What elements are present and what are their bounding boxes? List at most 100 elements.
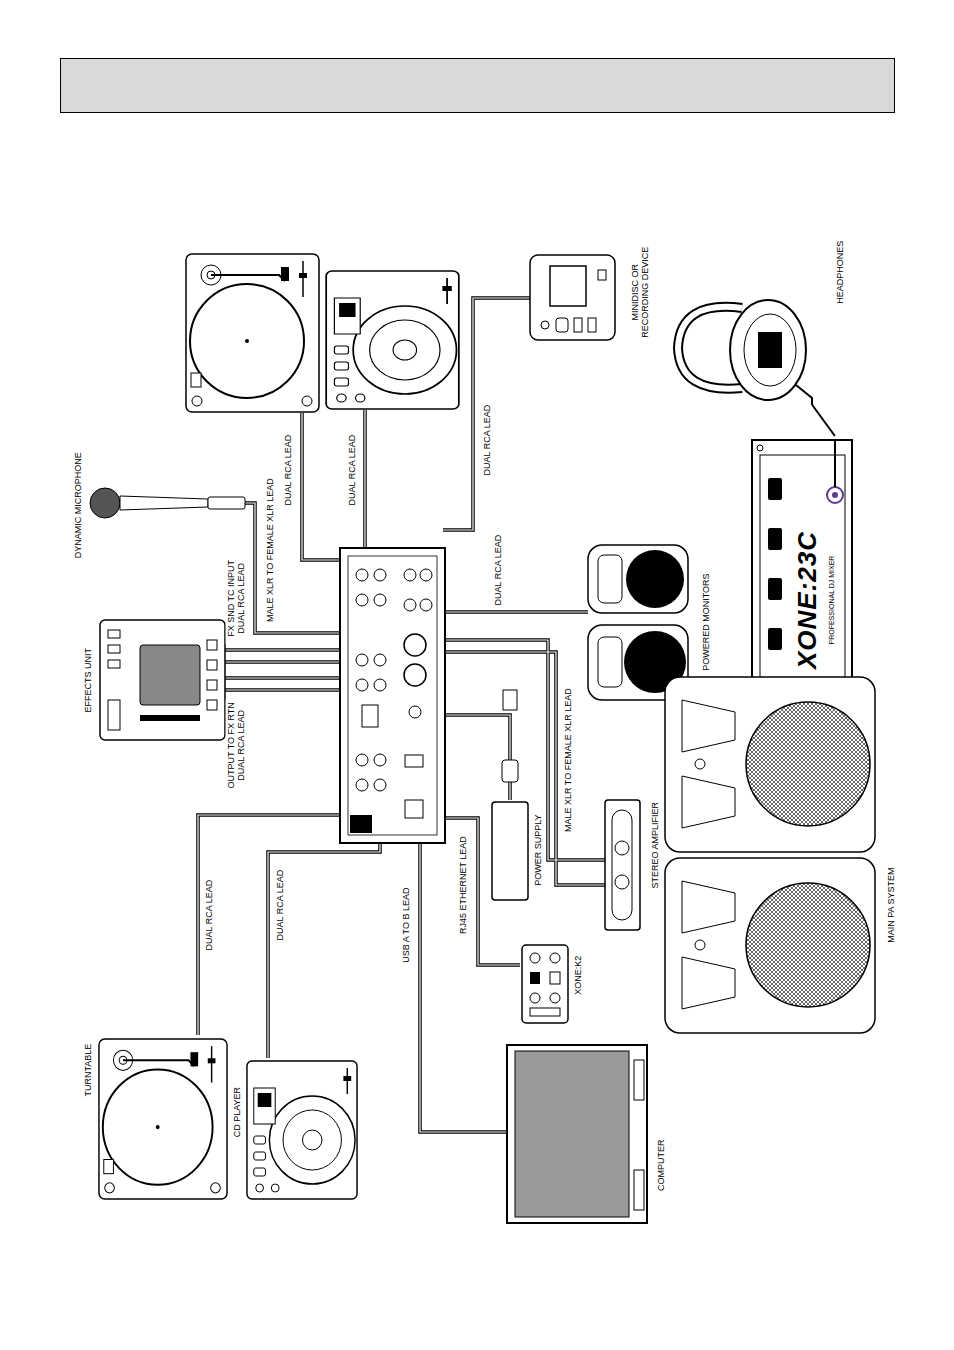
recording-device (530, 255, 615, 340)
recording-device (588, 318, 596, 332)
device-label: CD PLAYER (232, 1086, 242, 1138)
headphone-cable (812, 405, 835, 436)
recording-device (598, 270, 606, 280)
cables (198, 298, 605, 1132)
xone-k2-controller (522, 945, 568, 1023)
pa-system (695, 759, 705, 769)
microphone (120, 496, 208, 510)
xone-k2-controller (550, 972, 560, 984)
effects-unit-label-box: EFFECTS UNIT (78, 615, 245, 745)
xone-k2-controller (550, 953, 560, 963)
pa-system (665, 858, 875, 1033)
cd-player-bottom (247, 1061, 357, 1199)
mixer-front-panel (760, 455, 845, 705)
mixer-top-panel (404, 634, 426, 656)
mixer-top-panel (405, 800, 423, 818)
mixer-top-panel (409, 706, 421, 718)
mixer-top-panel (374, 594, 386, 606)
power-supply (503, 690, 517, 710)
cable-label: USB A TO B LEAD (401, 887, 411, 964)
pa-system (746, 702, 870, 826)
powered-monitors (588, 545, 688, 700)
powered-monitors (626, 550, 684, 608)
device-label: XONE:K2 (573, 955, 583, 996)
computer (507, 1045, 647, 1223)
cable-label: DUAL RCA LEAD (275, 869, 285, 942)
device-label: XONE:23C (793, 530, 823, 670)
recording-device (541, 321, 549, 329)
xone-k2-controller (530, 1008, 560, 1016)
recording-device (574, 318, 582, 332)
xone-k2-controller (550, 993, 560, 1003)
effects-unit (140, 645, 200, 705)
mixer-top-panel (374, 779, 386, 791)
pa-system (682, 700, 735, 752)
headphones-label-box: HEADPHONES (668, 230, 853, 405)
xone-k2-controller (530, 953, 540, 963)
device-label: MINIDISC OR RECORDING DEVICE (630, 243, 651, 340)
recording-device (556, 318, 568, 332)
mixer-top-panel (340, 548, 445, 843)
headphones (796, 385, 812, 405)
mixer-top-panel (404, 664, 426, 686)
turntable-bottom (99, 1039, 227, 1199)
powered-monitors (598, 637, 622, 687)
power-supply (502, 760, 518, 782)
computer (507, 1045, 647, 1223)
mixer-front-panel (832, 492, 838, 498)
effects-unit (100, 620, 225, 740)
cable-label: DUAL RCA LEAD (204, 879, 214, 952)
cable-label: MALE XLR TO FEMALE XLR LEAD (563, 687, 573, 833)
cable-label: DUAL RCA LEAD (482, 404, 492, 477)
mixer-front-panel (768, 578, 782, 600)
microphone (208, 497, 245, 509)
pa-system (746, 883, 870, 1007)
headphones (678, 300, 812, 405)
turntable-label-box: TURNTABLE (74, 1035, 232, 1203)
monitors-label-box: POWERED MONITORS (583, 540, 715, 704)
cable-label: MALE XLR TO FEMALE XLR LEAD (265, 477, 275, 623)
device-label: PROFESSIONAL DJ MIXER (828, 555, 836, 646)
device-label: STEREO AMPLIFIER (650, 801, 660, 890)
mixer-top-panel (362, 705, 378, 727)
pa-system (682, 881, 735, 933)
device-label: MAIN PA SYSTEM (885, 866, 895, 943)
pa-system (682, 957, 735, 1009)
effects-unit (108, 630, 120, 638)
stereo-amplifier (615, 841, 629, 855)
device-label: POWER SUPPLY (532, 813, 542, 886)
computer-label-box: COMPUTER (503, 1041, 673, 1226)
microphone (90, 488, 120, 518)
mixer-front-panel (757, 445, 763, 451)
cd-player-bottom (247, 1061, 357, 1199)
mixer-top-panel (356, 779, 368, 791)
mixer-top-panel (356, 594, 368, 606)
turntable-top (186, 254, 319, 412)
recording-device-label-box: MINIDISC OR RECORDING DEVICE (526, 240, 660, 345)
header-bar (60, 58, 895, 113)
mixer-top-panel (374, 654, 386, 666)
turntable-top (186, 254, 319, 412)
xone-k2-controller (522, 945, 568, 1023)
powered-monitors (598, 555, 622, 603)
cables (198, 298, 605, 1132)
recording-device (550, 266, 586, 306)
pa-system (665, 677, 875, 852)
powered-monitors (588, 545, 688, 613)
controller-label-box: XONE:K2 (517, 938, 589, 1028)
cable-label: DUAL RCA LEAD (347, 434, 357, 507)
computer (634, 1060, 644, 1100)
mixer-top-panel (374, 569, 386, 581)
cable-label: DUAL RCA LEAD (493, 534, 503, 607)
mixer-top-panel (374, 754, 386, 766)
cd-player-label-box: CD PLAYER (226, 1058, 362, 1203)
microphone-label-box: DYNAMIC MICROPHONE (66, 448, 250, 562)
effects-unit (140, 715, 200, 721)
effects-unit (108, 660, 120, 668)
turntable-bottom (99, 1039, 227, 1199)
effects-unit (100, 620, 225, 740)
stereo-amplifier (615, 875, 629, 889)
effects-unit (108, 700, 120, 730)
